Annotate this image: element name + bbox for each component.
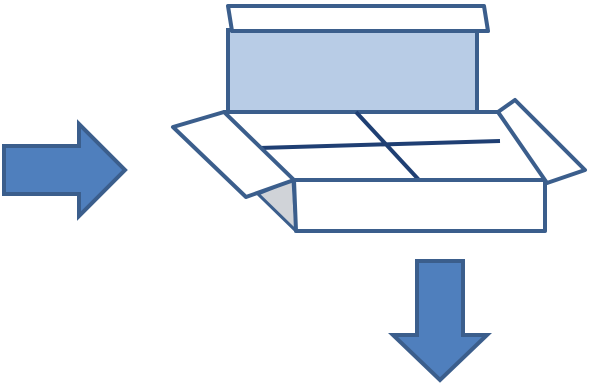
right-arrow-icon <box>2 119 128 221</box>
down-arrow-icon <box>388 259 492 383</box>
tray-lid <box>226 4 490 33</box>
grid-line-horizontal <box>258 139 501 150</box>
tray-front <box>226 28 479 114</box>
open-box-icon <box>171 4 587 233</box>
box-right-flap <box>496 98 587 185</box>
box-front <box>292 178 547 233</box>
box-left-flap <box>171 110 296 199</box>
grid-line-diagonal <box>354 110 421 182</box>
